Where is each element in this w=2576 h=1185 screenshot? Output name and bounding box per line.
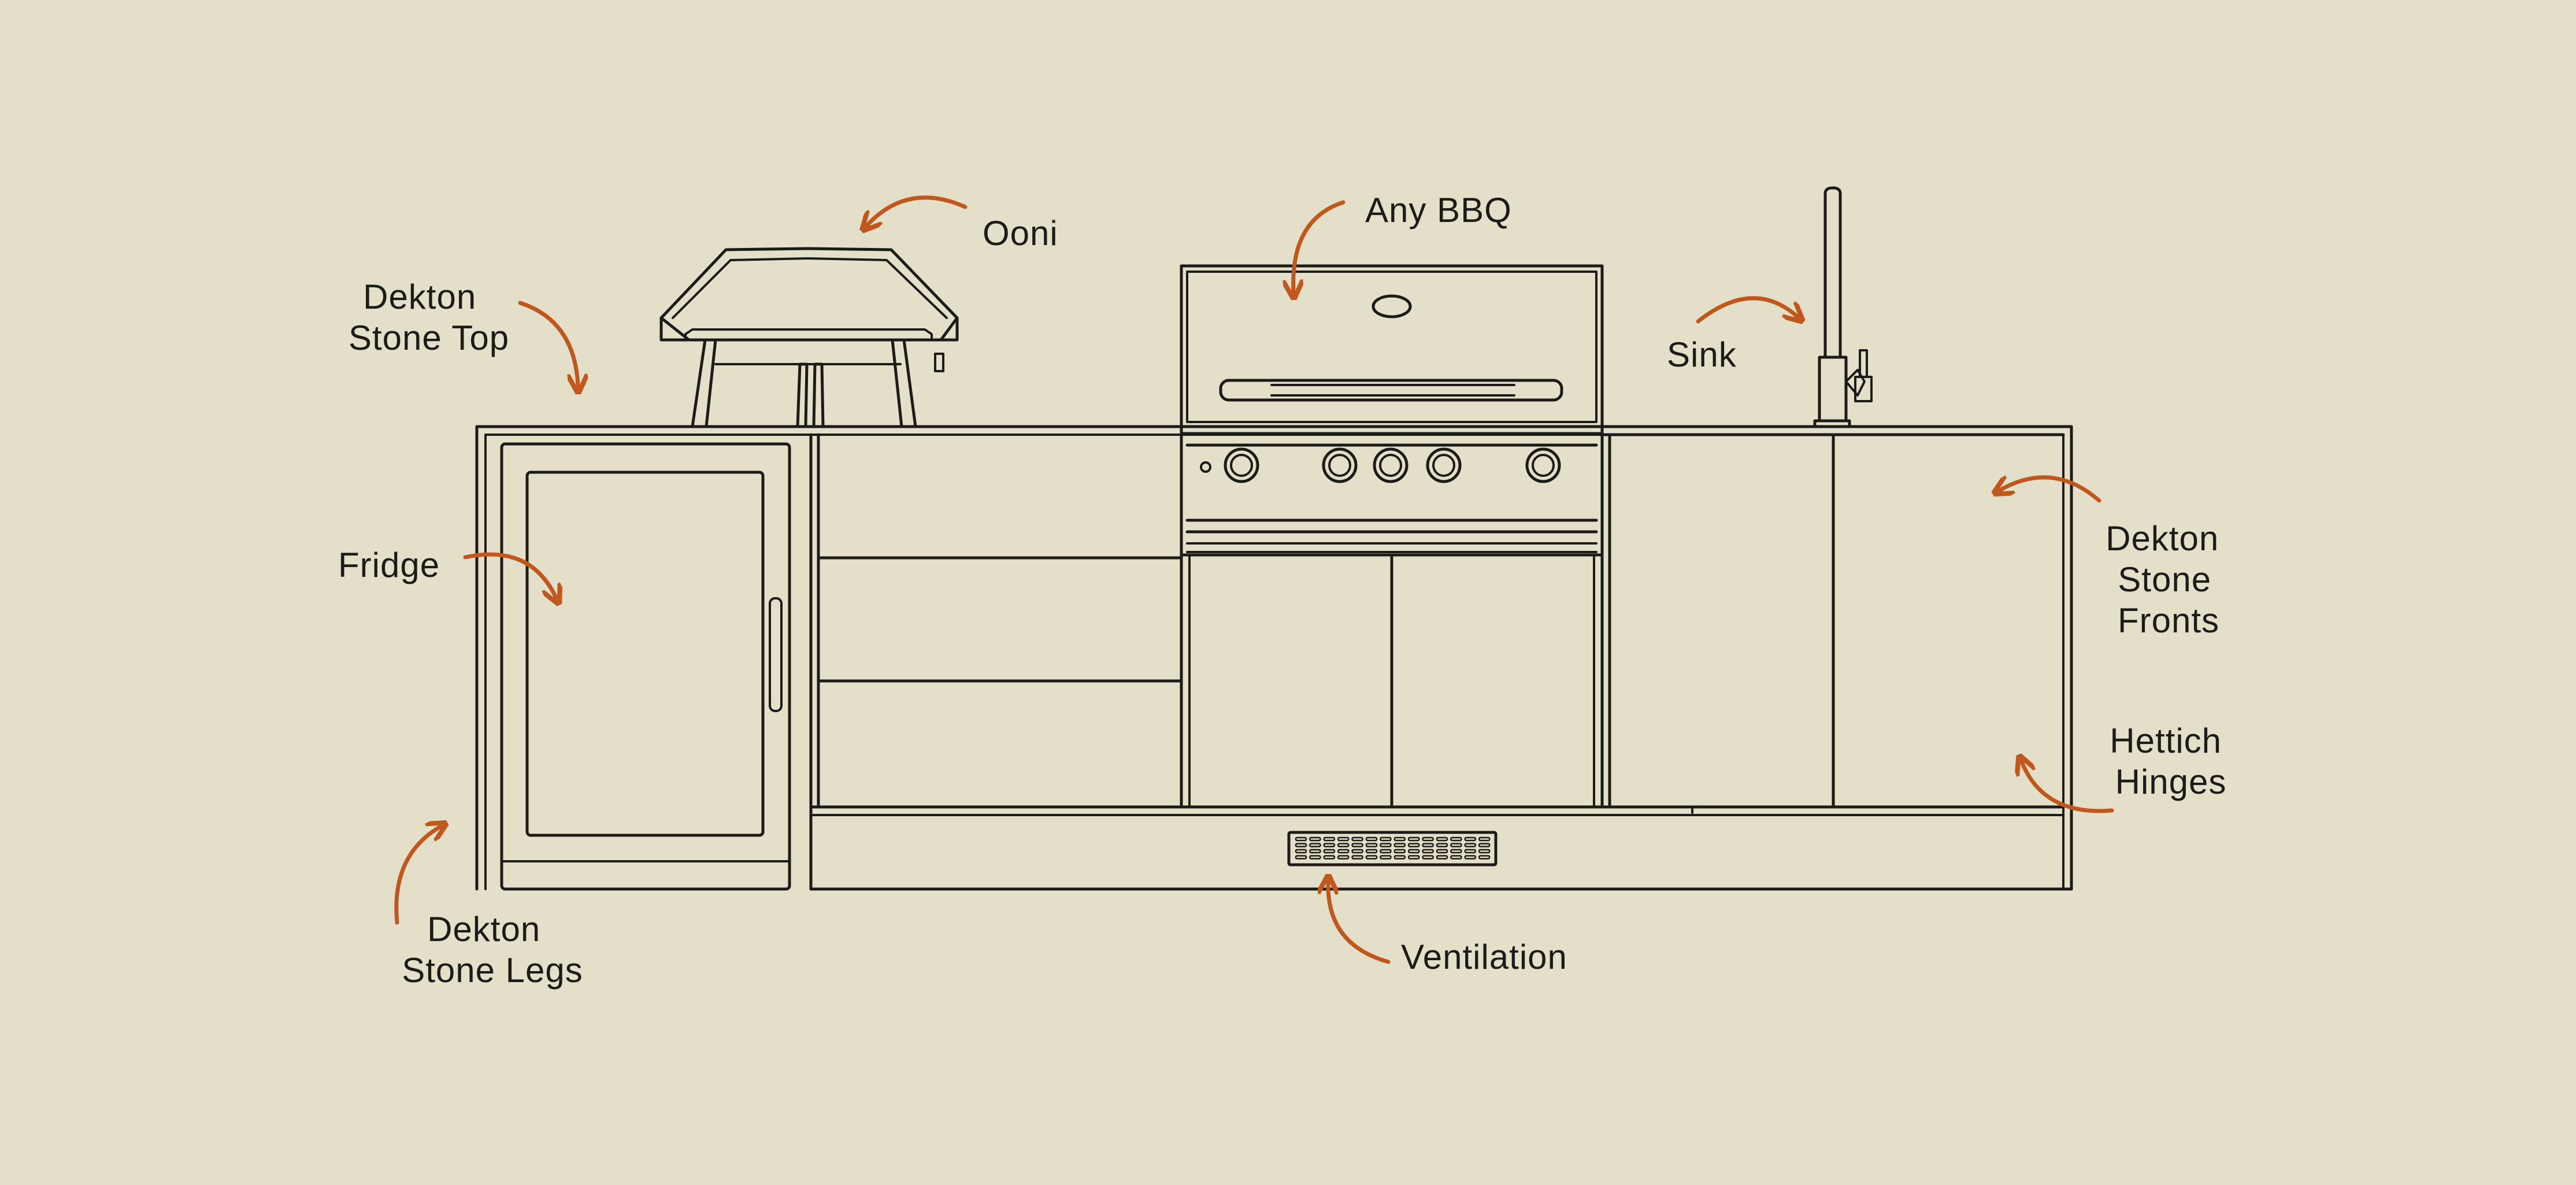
vent-slat bbox=[1365, 849, 1378, 854]
vent-slat bbox=[1450, 836, 1462, 842]
vent-slat bbox=[1337, 849, 1350, 854]
curved-arrow-icon bbox=[394, 827, 440, 925]
vent-slat bbox=[1380, 849, 1392, 854]
vent-slat bbox=[1351, 843, 1363, 847]
annotation-arrows bbox=[394, 195, 2114, 964]
label-dekton-stone-legs: Dekton Stone Legs bbox=[402, 910, 583, 990]
bbq-grill-icon bbox=[1180, 264, 1604, 553]
label-ventilation: Ventilation bbox=[1401, 938, 1567, 976]
vent-slat bbox=[1309, 855, 1321, 860]
label-dekton-stone-top: Dekton Stone Top bbox=[349, 277, 509, 357]
vent-slat bbox=[1393, 843, 1406, 847]
vent-slat bbox=[1380, 843, 1392, 847]
curved-arrow-icon bbox=[463, 552, 556, 598]
vent-slat bbox=[1351, 836, 1363, 842]
vent-slat bbox=[1422, 849, 1434, 854]
faucet-icon bbox=[1813, 186, 1873, 428]
vent-slat bbox=[1295, 849, 1307, 854]
vent-slat bbox=[1436, 855, 1448, 860]
vent-slat bbox=[1323, 843, 1336, 847]
pizza-oven-icon bbox=[659, 247, 959, 428]
vent-slat bbox=[1422, 855, 1434, 860]
vent-slat bbox=[1422, 836, 1434, 842]
vent-slat bbox=[1407, 849, 1420, 854]
vent-slat bbox=[1337, 855, 1350, 860]
vent-slat bbox=[1393, 855, 1406, 860]
vent-slat bbox=[1351, 849, 1363, 854]
label-fridge: Fridge bbox=[338, 546, 440, 584]
vent-slat bbox=[1464, 836, 1477, 842]
vent-slat bbox=[1422, 843, 1434, 847]
bbq-base-doors bbox=[1180, 425, 1604, 809]
vent-slat bbox=[1323, 855, 1336, 860]
vent-slat bbox=[1295, 836, 1307, 842]
curved-arrow-icon bbox=[1696, 296, 1797, 321]
fridge-icon bbox=[500, 442, 791, 891]
sink-cabinet bbox=[1600, 433, 2065, 814]
label-ooni: Ooni bbox=[983, 214, 1058, 253]
drawer-stack bbox=[817, 433, 1183, 809]
vent-slat bbox=[1365, 843, 1378, 847]
vent-slat bbox=[1478, 849, 1491, 854]
label-dekton-stone-fronts: Dekton Stone Fronts bbox=[2106, 519, 2229, 640]
labels: Dekton Stone Top Ooni Any BBQ Sink Fridg… bbox=[338, 191, 2232, 990]
vent-slat bbox=[1393, 836, 1406, 842]
vent-slat bbox=[1365, 855, 1378, 860]
curved-arrow-icon bbox=[867, 195, 968, 225]
vent-slat bbox=[1309, 836, 1321, 842]
vent-slat bbox=[1380, 836, 1392, 842]
vent-slat bbox=[1323, 836, 1336, 842]
curved-arrow-icon bbox=[518, 301, 578, 386]
vent-slat bbox=[1309, 843, 1321, 847]
vent-slat bbox=[1464, 843, 1477, 847]
curved-arrow-icon bbox=[2000, 475, 2101, 503]
vent-slat bbox=[1464, 855, 1477, 860]
vent-slat bbox=[1464, 849, 1477, 854]
curved-arrow-icon bbox=[1328, 882, 1391, 964]
vent-slat bbox=[1380, 855, 1392, 860]
label-sink: Sink bbox=[1667, 335, 1737, 374]
vent-slat bbox=[1478, 855, 1491, 860]
label-any-bbq: Any BBQ bbox=[1365, 191, 1512, 229]
vent-slat bbox=[1436, 843, 1448, 847]
vent-slat bbox=[1407, 843, 1420, 847]
vent-slat bbox=[1407, 855, 1420, 860]
curved-arrow-icon bbox=[2022, 762, 2114, 813]
vent-slat bbox=[1450, 849, 1462, 854]
vent-slat bbox=[1365, 836, 1378, 842]
vent-slat bbox=[1436, 849, 1448, 854]
curved-arrow-icon bbox=[1293, 200, 1346, 292]
label-hettich-hinges: Hettich Hinges bbox=[2110, 721, 2232, 801]
vent-slat bbox=[1450, 843, 1462, 847]
vent-slat bbox=[1295, 855, 1307, 860]
vent-slat bbox=[1295, 843, 1307, 847]
vent-slat bbox=[1478, 843, 1491, 847]
vent-slat bbox=[1337, 843, 1350, 847]
ventilation-grille bbox=[1287, 831, 1498, 866]
vent-slat bbox=[1478, 836, 1491, 842]
vent-slat bbox=[1436, 836, 1448, 842]
vent-slat bbox=[1351, 855, 1363, 860]
vent-slat bbox=[1393, 849, 1406, 854]
vent-slat bbox=[1450, 855, 1462, 860]
vent-slat bbox=[1309, 849, 1321, 854]
vent-slat bbox=[1407, 836, 1420, 842]
vent-slat bbox=[1323, 849, 1336, 854]
vent-slat bbox=[1337, 836, 1350, 842]
